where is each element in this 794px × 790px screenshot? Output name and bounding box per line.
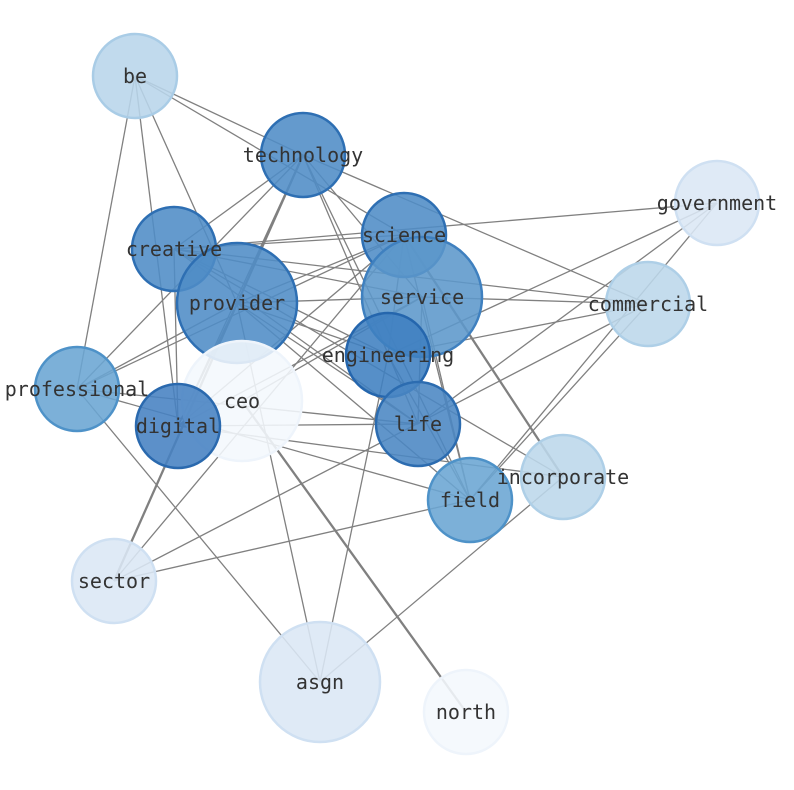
node-life — [374, 380, 462, 468]
edge-field-sector — [113, 499, 471, 582]
node-label-asgn: asgn — [296, 670, 344, 694]
edge-ceo-north — [241, 400, 467, 713]
node-sector — [70, 537, 158, 625]
node-label-sector: sector — [78, 569, 150, 593]
edge-technology-commercial — [302, 154, 649, 305]
node-professional — [33, 345, 121, 433]
node-label-commercial: commercial — [588, 292, 708, 316]
node-north — [422, 668, 510, 756]
edge-commercial-field — [469, 303, 649, 501]
node-label-technology: technology — [243, 143, 363, 167]
node-asgn — [258, 620, 382, 744]
node-label-government: government — [657, 191, 777, 215]
node-field — [426, 456, 514, 544]
node-commercial — [604, 260, 692, 348]
edge-government-field — [469, 202, 718, 501]
node-label-north: north — [436, 700, 496, 724]
node-incorporate — [519, 433, 607, 521]
node-government — [673, 159, 761, 247]
node-label-life: life — [394, 412, 442, 436]
node-label-field: field — [440, 488, 500, 512]
node-label-creative: creative — [126, 237, 222, 261]
node-label-service: service — [380, 285, 464, 309]
node-label-provider: provider — [189, 291, 285, 315]
node-be — [91, 32, 179, 120]
edge-government-life — [417, 202, 718, 425]
edge-be-professional — [76, 75, 136, 390]
node-label-incorporate: incorporate — [497, 465, 629, 489]
edge-professional-asgn — [76, 388, 321, 683]
node-label-digital: digital — [136, 414, 220, 438]
node-label-engineering: engineering — [322, 343, 454, 367]
node-label-ceo: ceo — [224, 389, 260, 413]
node-digital — [134, 382, 222, 470]
node-technology — [259, 111, 347, 199]
node-layer — [33, 32, 761, 756]
node-label-be: be — [123, 64, 147, 88]
node-label-professional: professional — [5, 377, 150, 401]
node-label-science: science — [362, 223, 446, 247]
label-layer: be technology government science creative ser… — [5, 64, 777, 724]
